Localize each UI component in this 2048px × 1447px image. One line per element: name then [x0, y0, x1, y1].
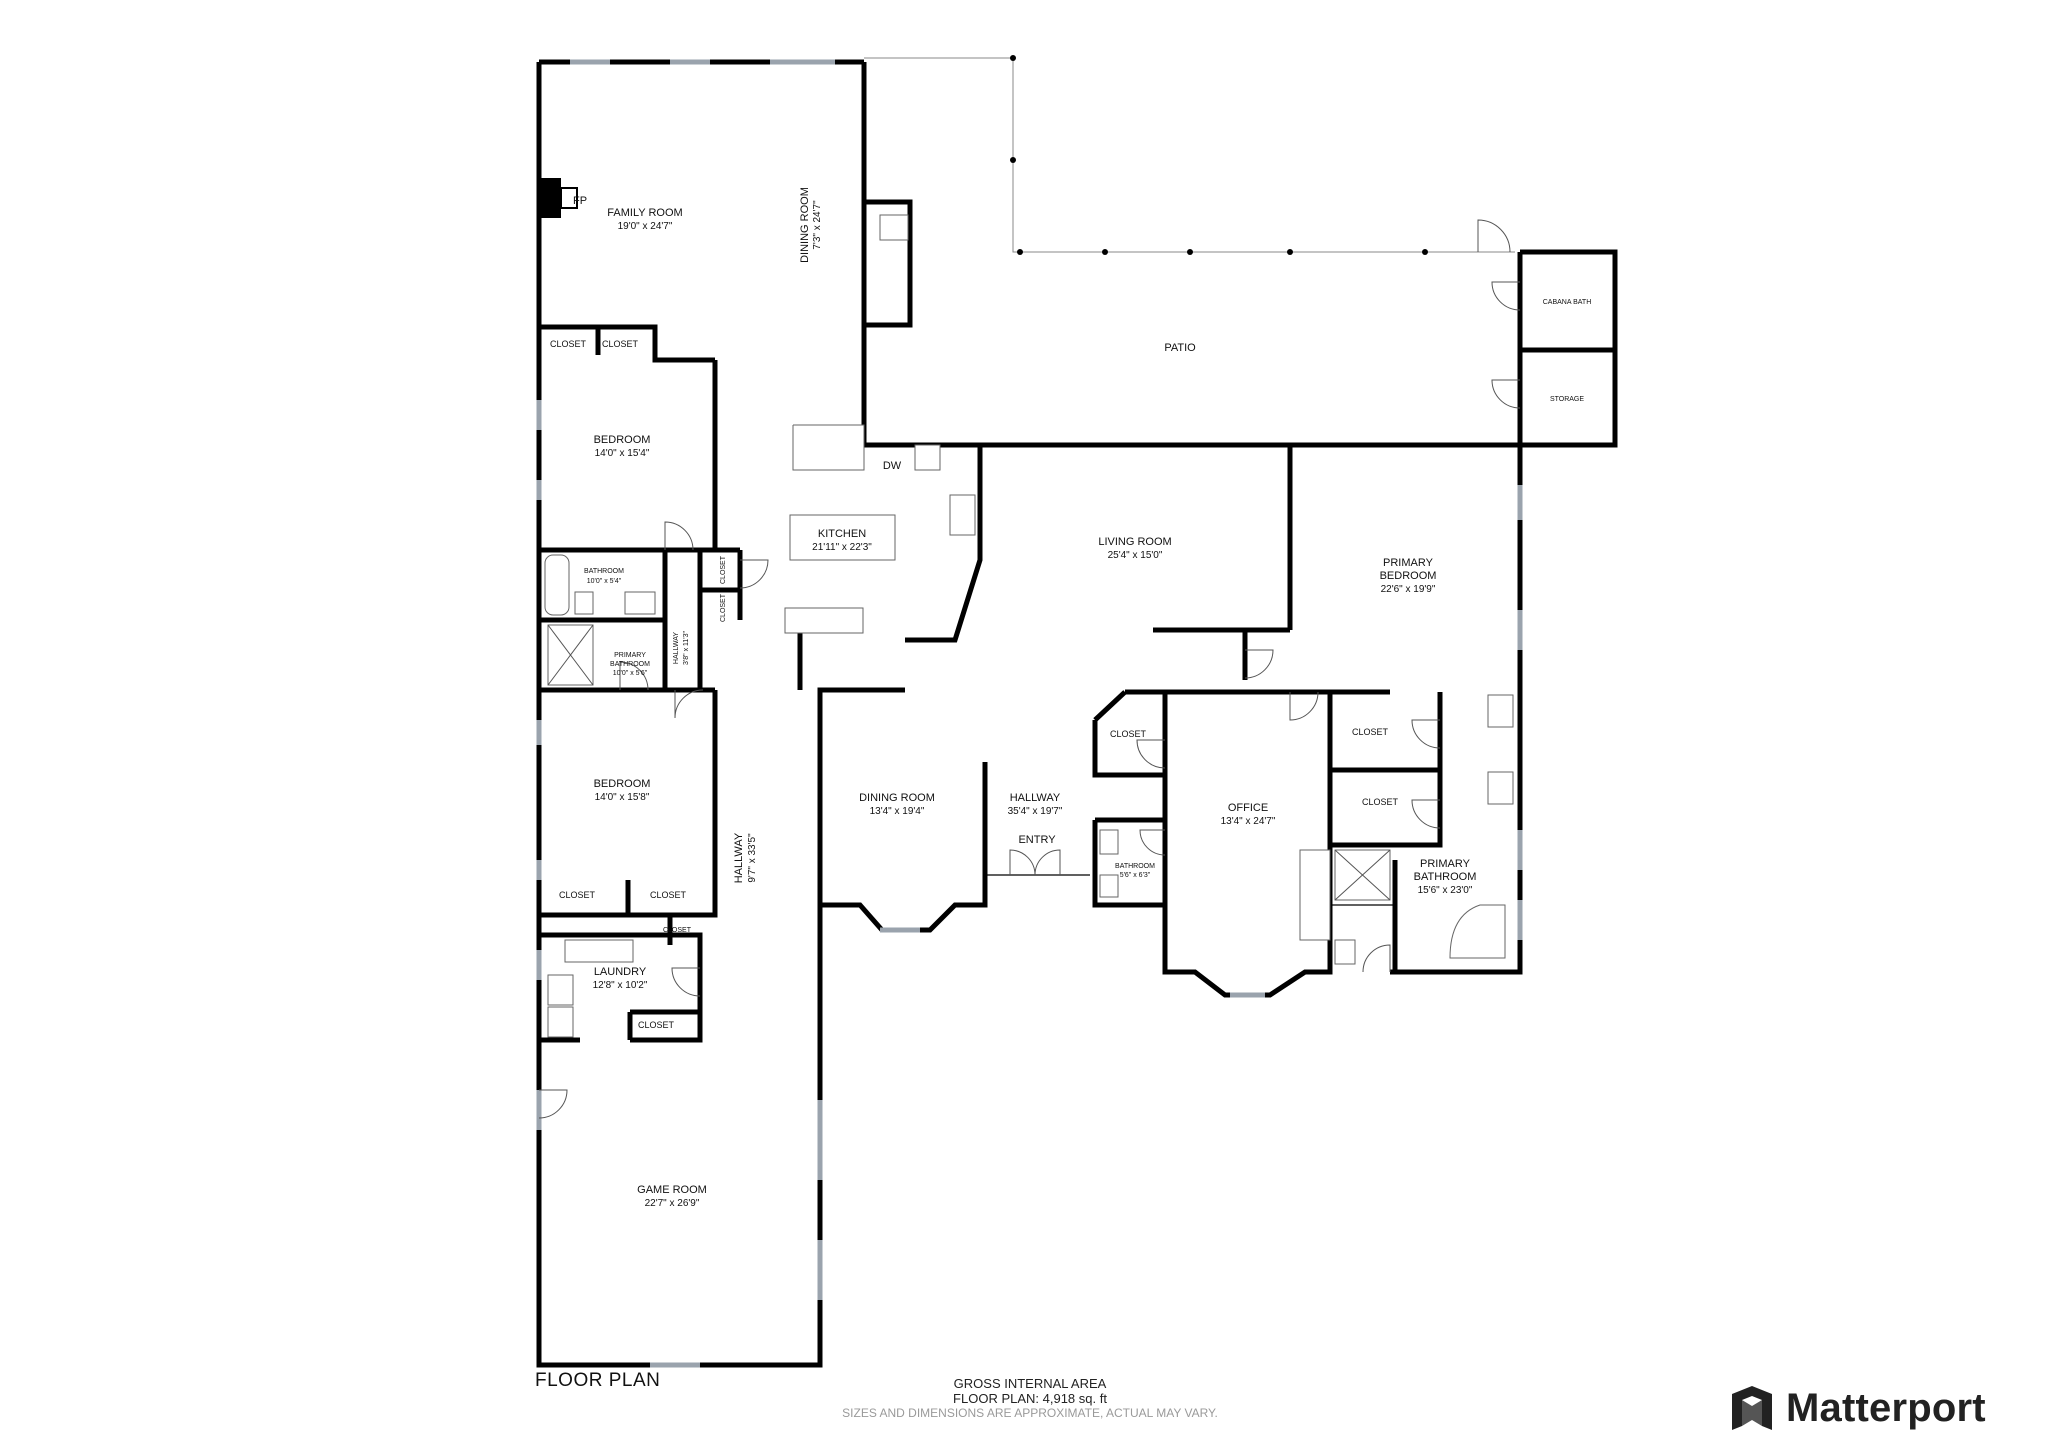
hallway-main-label: HALLWAY — [1010, 792, 1061, 804]
vanity-sink-2 — [1487, 771, 1514, 805]
primary-bathroom-small-label-1: PRIMARY — [614, 652, 646, 659]
closet-7-label: CLOSET — [1362, 797, 1399, 807]
family-room-label: FAMILY ROOM — [607, 207, 682, 219]
closet-11-label: CLOSET — [638, 1020, 675, 1030]
half-bath-sink — [1099, 829, 1119, 855]
area-summary: GROSS INTERNAL AREA FLOOR PLAN: 4,918 sq… — [760, 1376, 1300, 1421]
bathroom-sink — [624, 591, 656, 615]
dining-room-north-dim: 7'3" x 24'7" — [812, 200, 823, 250]
closet-8-label: CLOSET — [559, 890, 596, 900]
hallway-small-dim: 3'8" x 11'3" — [683, 630, 690, 664]
primary-bathroom-small-label-2: BATHROOM — [610, 661, 650, 668]
bedroom-2-label: BEDROOM — [594, 778, 651, 790]
patio-outline — [864, 55, 1515, 255]
kitchen-counter — [784, 607, 864, 634]
vanity-sink-1 — [1487, 694, 1514, 728]
office-label: OFFICE — [1228, 802, 1268, 814]
laundry-label: LAUNDRY — [594, 966, 647, 978]
laundry-dim: 12'8" x 10'2" — [593, 980, 648, 991]
closet-1-label: CLOSET — [550, 339, 587, 349]
patio-label: PATIO — [1164, 342, 1196, 354]
primary-bedroom-dim: 22'6" x 19'9" — [1381, 584, 1436, 595]
kitchen-island — [789, 514, 896, 561]
closet-2-label: CLOSET — [602, 339, 639, 349]
hallway-main-dim: 35'4" x 19'7" — [1008, 806, 1063, 817]
closet-6-label: CLOSET — [1352, 727, 1389, 737]
bathtub — [544, 554, 570, 616]
washer — [547, 974, 574, 1006]
dining-room-dim: 13'4" x 19'4" — [870, 806, 925, 817]
bathroom-1-label: BATHROOM — [584, 568, 624, 575]
bathroom-2-dim: 5'6" x 6'3" — [1120, 872, 1151, 879]
bathroom-1-dim: 10'0" x 5'4" — [587, 578, 622, 585]
closet-5-label: CLOSET — [1110, 729, 1147, 739]
fixtures — [544, 424, 1514, 1038]
matterport-logo-icon — [1732, 1386, 1772, 1430]
game-room-label: GAME ROOM — [637, 1184, 707, 1196]
kitchen-label: KITCHEN — [818, 528, 866, 540]
hallway-small-label: HALLWAY — [673, 632, 680, 664]
half-bath-toilet — [1099, 874, 1119, 898]
room-labels: FAMILY ROOM 19'0" x 24'7" FP DINING ROOM… — [550, 187, 1591, 1209]
closet-4-label: CLOSET — [720, 593, 727, 622]
stove — [949, 494, 976, 536]
dw-label: DW — [883, 460, 902, 472]
area-value: FLOOR PLAN: 4,918 sq. ft — [953, 1391, 1107, 1406]
kitchen-sink — [914, 444, 941, 471]
closet-10-label: CLOSET — [663, 927, 692, 934]
brand: Matterport — [1728, 1384, 1986, 1432]
primary-bathroom-label-1: PRIMARY — [1420, 858, 1471, 870]
living-room-dim: 25'4" x 15'0" — [1108, 550, 1163, 561]
kitchen-dim: 21'11" x 22'3" — [812, 542, 872, 553]
closet-3-label: CLOSET — [720, 555, 727, 584]
bedroom-1-label: BEDROOM — [594, 434, 651, 446]
closet-9-label: CLOSET — [650, 890, 687, 900]
primary-bathtub — [1449, 904, 1506, 959]
dryer — [547, 1006, 574, 1038]
fireplace-label: FP — [573, 195, 587, 207]
living-room-label: LIVING ROOM — [1098, 536, 1171, 548]
brand-name: Matterport — [1786, 1385, 1986, 1430]
primary-bathroom-label-2: BATHROOM — [1414, 871, 1477, 883]
bedroom-2-dim: 14'0" x 15'8" — [595, 792, 650, 803]
game-room-dim: 22'7" x 26'9" — [645, 1198, 700, 1209]
primary-bathroom-small-dim: 10'0" x 5'6" — [613, 670, 648, 677]
windows — [536, 59, 1523, 1368]
area-heading: GROSS INTERNAL AREA — [953, 1376, 1107, 1391]
primary-bedroom-label-2: BEDROOM — [1380, 570, 1437, 582]
primary-bedroom-label-1: PRIMARY — [1383, 557, 1434, 569]
bedroom-1-dim: 14'0" x 15'4" — [595, 448, 650, 459]
doors — [538, 281, 1521, 1119]
primary-bathroom-dim: 15'6" x 23'0" — [1418, 885, 1473, 896]
dining-room-north-label: DINING ROOM — [799, 187, 811, 263]
office-dim: 13'4" x 24'7" — [1221, 816, 1276, 827]
walls — [536, 59, 1618, 1368]
primary-vanity — [1299, 849, 1331, 941]
disclaimer: SIZES AND DIMENSIONS ARE APPROXIMATE, AC… — [842, 1406, 1218, 1420]
bathroom-2-label: BATHROOM — [1115, 863, 1155, 870]
floor-plan-title: FLOOR PLAN — [535, 1370, 661, 1391]
hallway-long-label: HALLWAY — [733, 832, 745, 883]
toilet — [574, 591, 594, 615]
entry-label: ENTRY — [1018, 834, 1056, 846]
family-room-dim: 19'0" x 24'7" — [618, 221, 673, 232]
hallway-long-dim: 9'7" x 33'5" — [747, 833, 758, 883]
primary-toilet — [1334, 939, 1356, 965]
storage-label: STORAGE — [1550, 396, 1584, 403]
dining-room-label: DINING ROOM — [859, 792, 935, 804]
cabana-bath-label: CABANA BATH — [1543, 299, 1592, 306]
laundry-sink — [564, 939, 634, 963]
